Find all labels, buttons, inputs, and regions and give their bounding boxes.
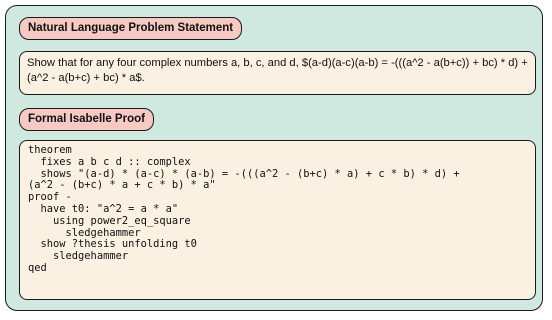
code-line: qed (28, 261, 47, 274)
proof-heading: Formal Isabelle Proof (19, 108, 154, 131)
code-line: fixes a b c d :: complex (28, 155, 191, 168)
code-line: have t0: "a^2 = a * a" (28, 202, 179, 215)
code-line: proof - (28, 191, 72, 204)
statement-text: Show that for any four complex numbers a… (27, 57, 528, 84)
proof-code-box: theorem fixes a b c d :: complex shows "… (19, 140, 536, 300)
statement-box: Show that for any four complex numbers a… (19, 51, 536, 95)
code-line: theorem (28, 144, 72, 156)
code-line: sledgehammer (28, 250, 129, 263)
statement-heading: Natural Language Problem Statement (19, 17, 243, 40)
code-line: using power2_eq_square (28, 214, 191, 227)
code-line: (a^2 - (b+c) * a + c * b) * a" (28, 179, 216, 192)
code-line: sledgehammer (28, 226, 141, 239)
code-line: shows "(a-d) * (a-c) * (a-b) = -(((a^2 -… (28, 167, 460, 180)
code-line: show ?thesis unfolding t0 (28, 238, 197, 251)
